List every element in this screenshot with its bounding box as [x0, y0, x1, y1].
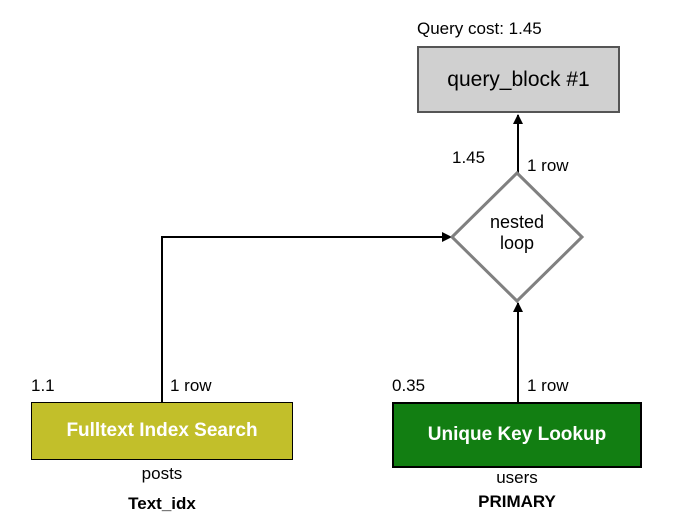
fulltext-index-search-node[interactable]: Fulltext Index Search: [31, 402, 293, 460]
fulltext-rows: 1 row: [170, 376, 212, 395]
fulltext-cost: 1.1: [31, 376, 55, 395]
lookup-key-name: PRIMARY: [478, 492, 556, 511]
edge-fulltext-to-loop: [161, 232, 452, 402]
loop-rows: 1 row: [527, 156, 569, 175]
fulltext-index-search-label: Fulltext Index Search: [66, 420, 258, 441]
query-block-label: query_block #1: [447, 67, 590, 91]
lookup-cost: 0.35: [392, 376, 426, 395]
lookup-table-name: users: [496, 468, 538, 487]
loop-cost: 1.45: [452, 148, 486, 167]
unique-key-lookup-label: Unique Key Lookup: [427, 424, 607, 445]
nested-loop-diamond[interactable]: [449, 170, 585, 304]
lookup-rows: 1 row: [527, 376, 569, 395]
query-block-node[interactable]: query_block #1: [417, 46, 620, 113]
nested-loop-label-line2: loop: [499, 233, 535, 253]
fulltext-key-name: Text_idx: [128, 494, 196, 513]
query-cost-label: Query cost: 1.45: [417, 19, 542, 38]
nested-loop-label: nested loop: [467, 212, 567, 254]
nested-loop-label-line1: nested: [489, 212, 545, 232]
unique-key-lookup-node[interactable]: Unique Key Lookup: [392, 402, 642, 468]
fulltext-table-name: posts: [141, 464, 183, 483]
